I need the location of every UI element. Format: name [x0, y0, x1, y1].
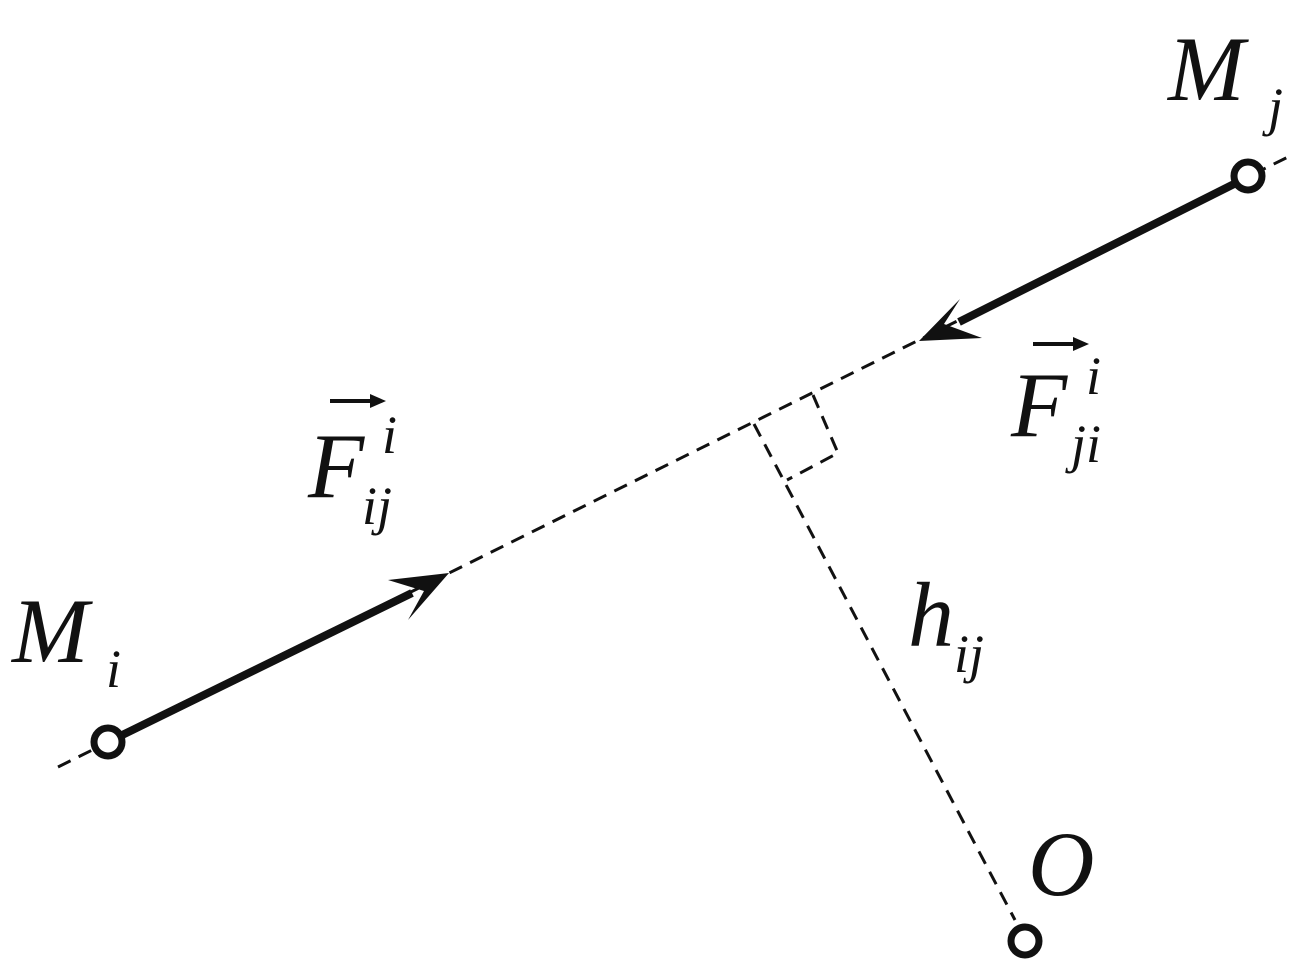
vector-arrow-fij-icon — [370, 394, 386, 408]
label-o: O — [1028, 813, 1094, 915]
label-mi-subscript: i — [106, 639, 121, 699]
label-fji-subscript: ji — [1065, 414, 1101, 474]
force-arrow-fji-shaft — [957, 174, 1248, 326]
label-fij: F — [307, 415, 365, 517]
label-mi: M — [10, 580, 93, 682]
label-h-subscript: ij — [954, 624, 984, 684]
label-fij-superscript: i — [382, 405, 397, 465]
label-fji: F — [1010, 354, 1068, 456]
right-angle-marker — [786, 394, 840, 482]
force-arrow-fij-head — [388, 573, 449, 620]
label-mj-subscript: j — [1262, 77, 1283, 137]
force-arrow-fji-head — [919, 299, 982, 341]
force-arrow-fij-shaft — [108, 589, 414, 745]
vector-arrow-fji-icon — [1073, 337, 1089, 351]
perpendicular-line — [752, 423, 1017, 921]
label-mj: M — [1166, 18, 1249, 120]
point-mj — [1230, 158, 1266, 194]
point-o — [1007, 923, 1043, 959]
label-h: h — [908, 564, 954, 666]
point-mi — [90, 724, 126, 760]
label-fij-subscript: ij — [362, 476, 392, 536]
label-fji-superscript: i — [1086, 346, 1101, 406]
